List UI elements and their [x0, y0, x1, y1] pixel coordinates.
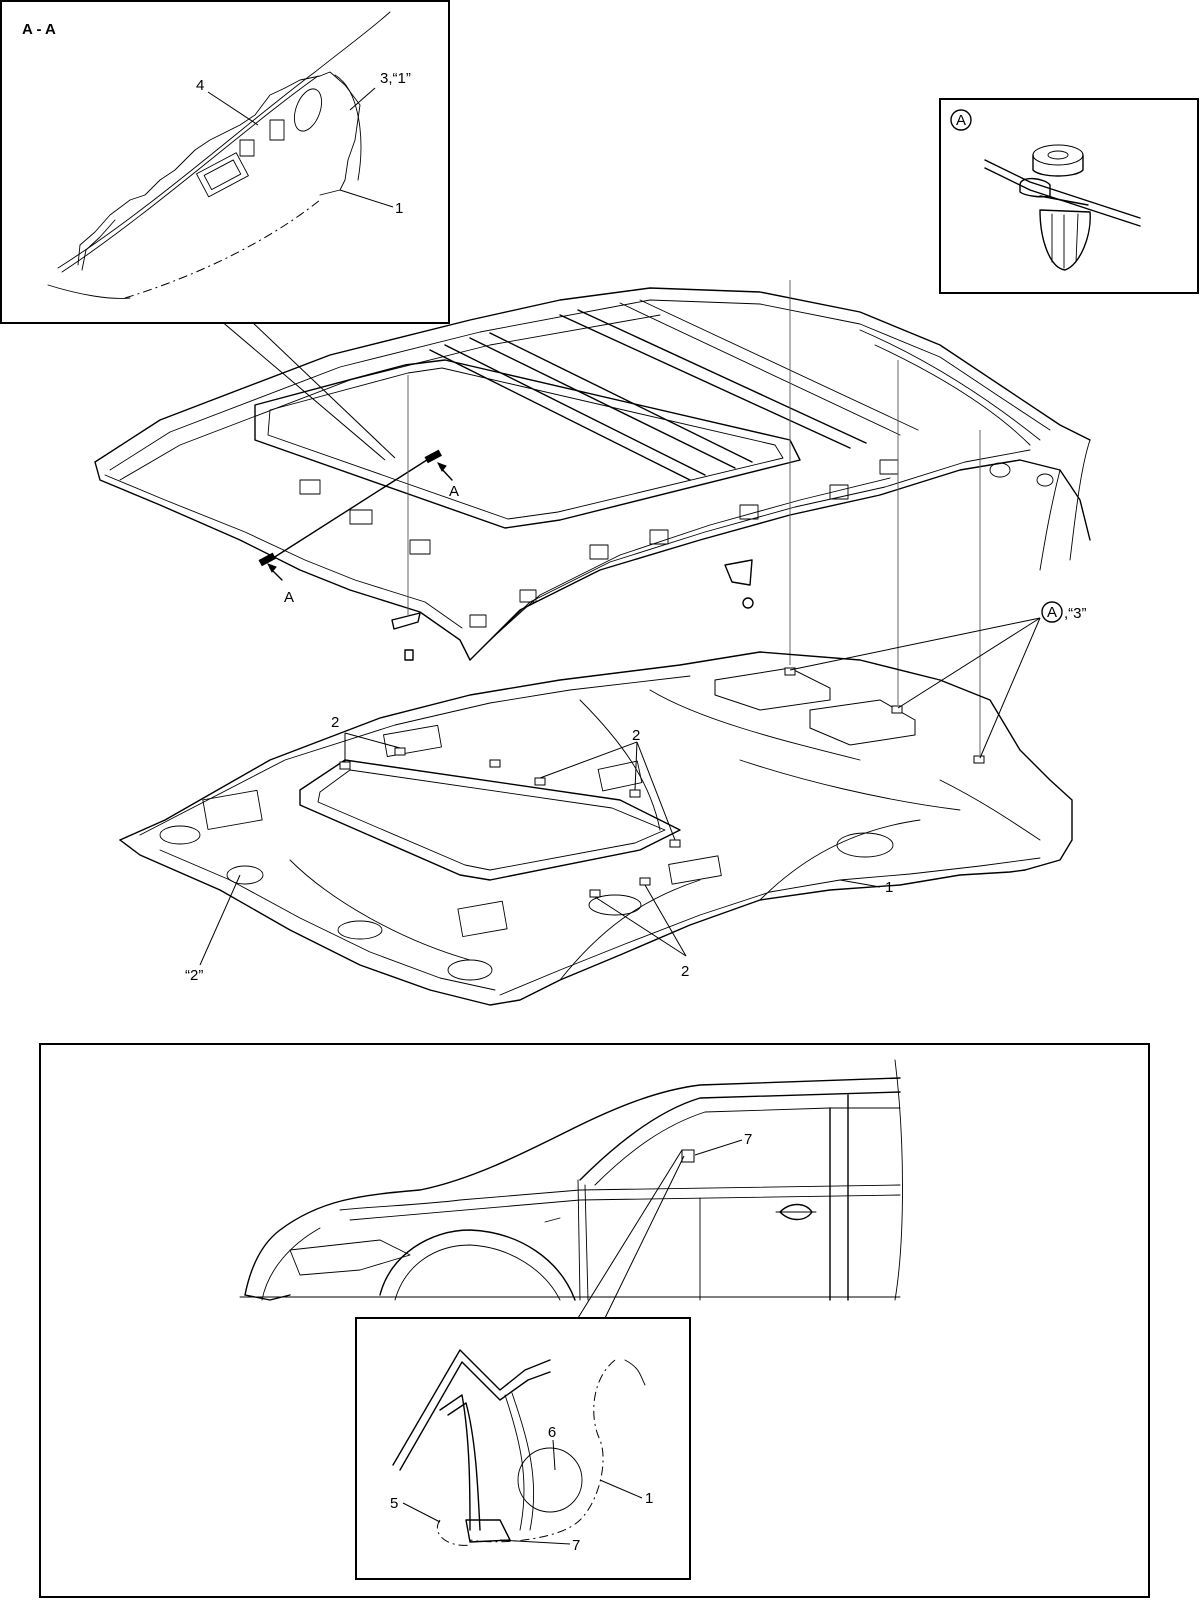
label-note-2: “2”: [185, 967, 203, 984]
section-cut-markers: A A: [258, 449, 459, 606]
label-7: 7: [572, 1537, 580, 1554]
clip-callout-text: ,“3”: [1064, 605, 1087, 622]
section-marker-lower: A: [284, 589, 294, 606]
label-clip-ref: 4: [196, 77, 204, 94]
section-marker-upper: A: [449, 483, 459, 500]
detail-a-view: A: [939, 98, 1199, 294]
label-pad-bottom: 2: [681, 963, 689, 980]
headliner: [119, 651, 1073, 1006]
label-pad-left: 2: [331, 714, 339, 731]
roof-panel: [94, 287, 1091, 661]
label-pad-mid: 2: [632, 727, 640, 744]
label-5: 5: [390, 1495, 398, 1512]
section-a-a-view: A - A 4 3,“1” 1: [0, 0, 450, 461]
detail-a-marker: A: [956, 112, 966, 129]
label-6: 6: [548, 1424, 556, 1441]
alignment-lines: [407, 280, 981, 755]
label-part-ref: 3,“1”: [380, 70, 411, 87]
pillar-detail-inset: 6 5 1 7: [355, 1317, 691, 1580]
label-headliner: 1: [885, 879, 893, 896]
label-pillar-clip: 7: [744, 1131, 752, 1148]
section-title: A - A: [22, 21, 56, 38]
label-headliner-ref: 1: [395, 200, 403, 217]
label-1: 1: [645, 1490, 653, 1507]
clip-callout-marker: A: [1047, 604, 1057, 621]
headliner-leaders: 2 2 2 1 “2” A ,“3”: [185, 601, 1087, 984]
